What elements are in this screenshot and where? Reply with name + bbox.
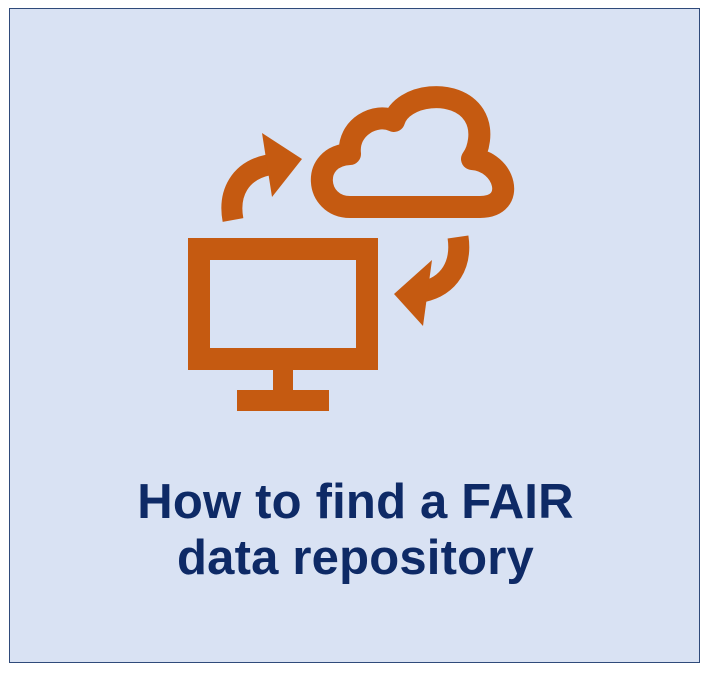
card-title-line-1: How to find a FAIR	[137, 475, 574, 529]
computer-cloud-sync-icon	[188, 86, 515, 411]
monitor-icon	[188, 238, 378, 411]
card-title-line-2: data repository	[177, 531, 534, 585]
curved-arrow-down-left-icon	[394, 235, 470, 326]
card-title: How to find a FAIR data repository	[10, 474, 701, 586]
cloud-icon	[310, 86, 515, 218]
curved-arrow-up-right-icon	[221, 133, 302, 222]
info-card: How to find a FAIR data repository	[9, 8, 700, 663]
